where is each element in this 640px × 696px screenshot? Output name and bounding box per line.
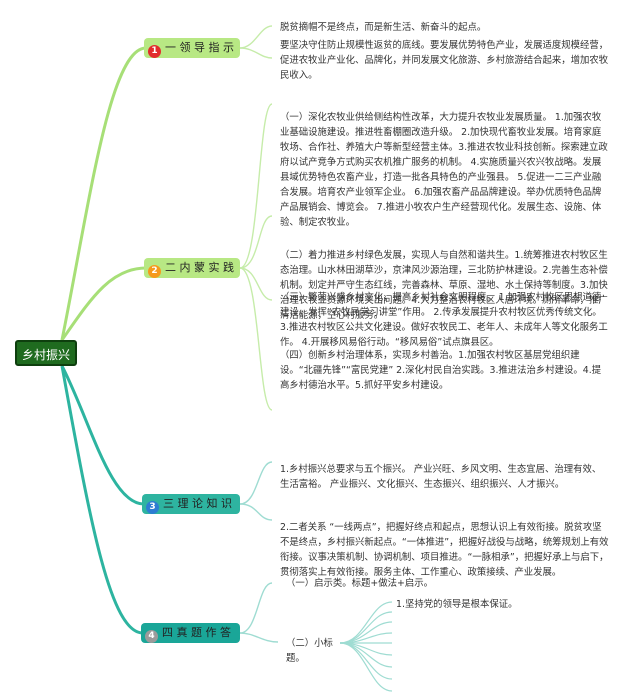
note-text: （二）小标题。 [286,638,333,664]
branch-label: 二 内 蒙 实 践 [165,261,234,274]
note-text: 要坚决守住防止规模性返贫的底线。要发展优势特色产业，发展适度规模经营，促进农牧业… [280,40,609,81]
subnote-fan [339,601,393,692]
branch-number-badge: 1 [148,45,161,58]
branch-node-1[interactable]: 1 一 领 导 指 示 [144,38,240,58]
branch-number-badge: 2 [148,265,161,278]
subnote-text: 1.坚持党的领导是根本保证。 [396,599,518,610]
branch-number-badge: 3 [146,501,159,514]
branch-node-3[interactable]: 3 三 理 论 知 识 [142,494,240,514]
link-root-branch-2 [60,266,147,341]
root-node[interactable]: 乡村振兴 [15,340,77,366]
note-text: 1.乡村振兴总要求与五个振兴。 产业兴旺、乡风文明、生态宜居、治理有效、生活富裕… [280,464,602,490]
branch-label: 三 理 论 知 识 [163,497,232,510]
link-root-branch-4 [60,365,144,635]
branch-number-badge: 4 [145,630,158,643]
root-label: 乡村振兴 [21,348,70,362]
note-text: 脱贫摘帽不是终点，而是新生活、新奋斗的起点。 [280,22,487,33]
note-text: （一）启示类。标题+做法+启示。 [286,578,433,589]
note-text: （三）繁荣兴盛乡村文化，提高乡村社会文明程度。 1.加强农村牧区思想道德建设。发… [280,292,608,348]
branch-node-4[interactable]: 4 四 真 题 作 答 [141,623,240,643]
note-text: 2.二者关系 “一线两点”，把握好终点和起点，思想认识上有效衔接。脱贫攻坚不是终… [280,522,609,578]
branch-label: 四 真 题 作 答 [162,626,231,639]
branch-node-2[interactable]: 2 二 内 蒙 实 践 [144,258,240,278]
note-text: （二）着力推进乡村绿色发展，实现人与自然和谐共生。1.统筹推进农村牧区生态治理。… [280,250,608,321]
note-text: （四）创新乡村治理体系，实现乡村善治。1.加强农村牧区基层党组织建设。“北疆先锋… [280,350,602,391]
link-root-branch-1 [60,46,147,341]
note-text: （一）深化农牧业供给侧结构性改革，大力提升农牧业发展质量。 1.加强农牧业基础设… [280,112,608,228]
branch-label: 一 领 导 指 示 [165,41,234,54]
link-root-branch-3 [60,365,145,506]
